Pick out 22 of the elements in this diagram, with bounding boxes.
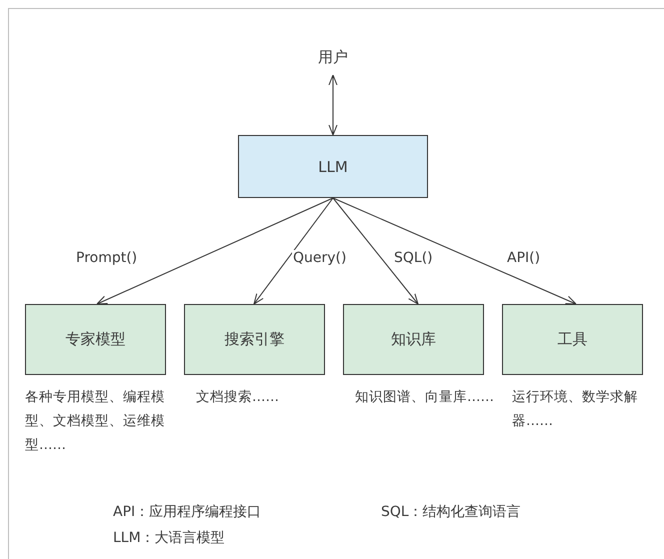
arrow [96, 198, 334, 304]
description-text: 各种专用模型、编程模型、文档模型、运维模型…… [25, 388, 166, 455]
note-text: API：应用程序编程接口 [113, 503, 262, 521]
description-text: 文档搜索…… [196, 388, 280, 407]
arrow [328, 74, 338, 136]
edge-label: Query() [292, 250, 348, 266]
description-text: 知识图谱、向量库…… [355, 388, 495, 407]
note-text: SQL：结构化查询语言 [381, 503, 521, 521]
arrow [254, 198, 334, 304]
user-label: 用户 [308, 45, 358, 69]
component-box: 搜索引擎 [184, 304, 325, 375]
arrow [332, 198, 418, 304]
edge-label: SQL() [393, 250, 434, 266]
component-box: 工具 [502, 304, 643, 375]
arrow [332, 198, 576, 304]
note-text: LLM：大语言模型 [113, 529, 225, 547]
model-box: LLM [238, 135, 428, 198]
description-text: 运行环境、数学求解器…… [512, 388, 639, 431]
component-box: 知识库 [343, 304, 484, 375]
edge-label: API() [506, 250, 542, 266]
component-box: 专家模型 [25, 304, 166, 375]
edge-label: Prompt() [75, 250, 138, 266]
